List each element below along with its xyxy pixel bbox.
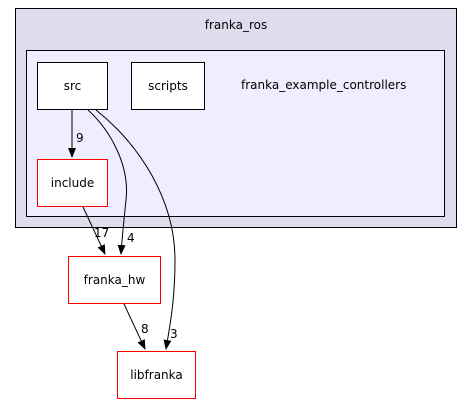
edge-src-include-label[interactable]: 9 xyxy=(76,131,84,145)
edge-include-franka-hw-label[interactable]: 17 xyxy=(94,226,109,240)
edge-src-franka-hw-label[interactable]: 4 xyxy=(127,231,135,245)
edge-franka-hw-libfranka[interactable] xyxy=(123,303,146,350)
cluster-franka-ros-label[interactable]: franka_ros xyxy=(204,18,268,32)
edge-src-libfranka[interactable] xyxy=(95,109,176,350)
edge-src-libfranka-label[interactable]: 3 xyxy=(170,327,178,341)
edge-src-franka-hw[interactable] xyxy=(87,109,128,255)
node-scripts[interactable]: scripts xyxy=(131,62,205,110)
edge-franka-hw-libfranka-label[interactable]: 8 xyxy=(141,322,149,336)
node-libfranka[interactable]: libfranka xyxy=(117,351,196,399)
node-src[interactable]: src xyxy=(37,62,108,110)
edge-include-franka-hw[interactable] xyxy=(82,206,106,255)
node-include[interactable]: include xyxy=(37,159,108,207)
node-franka-hw[interactable]: franka_hw xyxy=(68,256,161,304)
cluster-franka-example-controllers-label[interactable]: franka_example_controllers xyxy=(241,78,407,92)
